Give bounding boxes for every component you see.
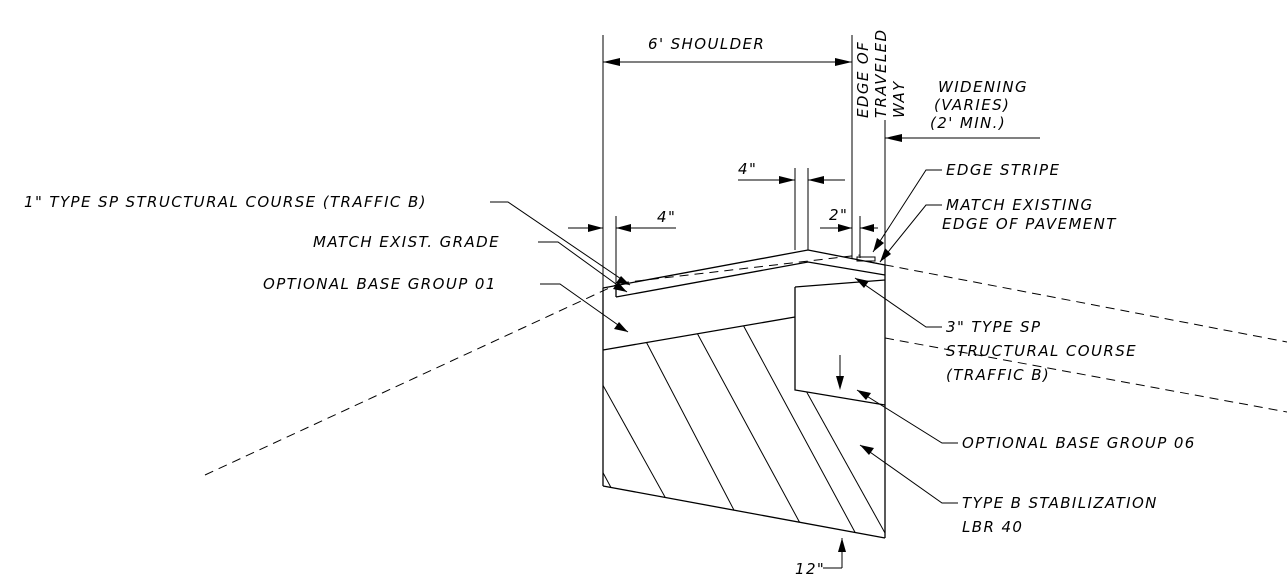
min-label: (2' MIN.)	[930, 114, 1006, 132]
dim-2	[820, 224, 878, 232]
section-bottom-edge	[602, 485, 886, 539]
existing-grade-left	[204, 282, 621, 476]
sp-3in-label-line2: STRUCTURAL COURSE	[946, 342, 1137, 360]
edge-of-label: EDGE OF	[854, 41, 872, 118]
edge-stripe-label: EDGE STRIPE	[946, 161, 1060, 179]
sp-3in-label-line1: 3" TYPE SP	[946, 318, 1041, 336]
widening-label: WIDENING	[938, 78, 1028, 96]
stabilization-hatch	[603, 317, 885, 538]
dim-2-label: 2"	[829, 206, 848, 224]
base-06-block	[794, 287, 886, 406]
edge-of-pavement-label: EDGE OF PAVEMENT	[942, 215, 1117, 233]
match-existing-label: MATCH EXISTING	[946, 196, 1094, 214]
dim-4-left	[568, 224, 676, 232]
dim-4-top	[738, 176, 845, 184]
hatch-line	[639, 329, 761, 538]
dim-12	[823, 538, 846, 569]
hatch-line	[689, 319, 821, 538]
hatch-line	[734, 317, 871, 538]
widening-dimension	[885, 134, 1040, 142]
stab-label-line2: LBR 40	[962, 518, 1023, 536]
base-06-top	[794, 279, 886, 288]
base-01-bottom	[602, 316, 796, 351]
dim-4-left-label: 4"	[657, 208, 676, 226]
way-label: WAY	[890, 80, 908, 118]
edge-stripe-mark	[856, 256, 876, 262]
dim-4-top-label: 4"	[738, 160, 757, 178]
stab-label-line1: TYPE B STABILIZATION	[962, 494, 1158, 512]
sp-3in-label-line3: (TRAFFIC B)	[946, 366, 1050, 384]
hatch-line	[799, 379, 885, 538]
base-06-label: OPTIONAL BASE GROUP 06	[962, 434, 1196, 452]
structural-course-bottom	[615, 261, 886, 298]
varies-label: (VARIES)	[934, 96, 1010, 114]
shoulder-label: 6' SHOULDER	[648, 35, 765, 53]
traveled-label: TRAVELED	[872, 29, 890, 118]
existing-pavement-edge	[869, 261, 1287, 343]
sp-1in-label: 1" TYPE SP STRUCTURAL COURSE (TRAFFIC B)	[24, 193, 427, 211]
hatch-line	[603, 379, 701, 538]
existing-subgrade-line	[884, 337, 1287, 413]
match-grade-label: MATCH EXIST. GRADE	[313, 233, 500, 251]
leaders	[490, 169, 958, 504]
base-01-label: OPTIONAL BASE GROUP 01	[263, 275, 497, 293]
pavement-section	[602, 249, 886, 539]
dim-12-label: 12"	[795, 560, 825, 578]
shoulder-dimension	[603, 58, 852, 66]
existing-grade-top	[619, 254, 861, 284]
hatch-line	[603, 429, 651, 538]
